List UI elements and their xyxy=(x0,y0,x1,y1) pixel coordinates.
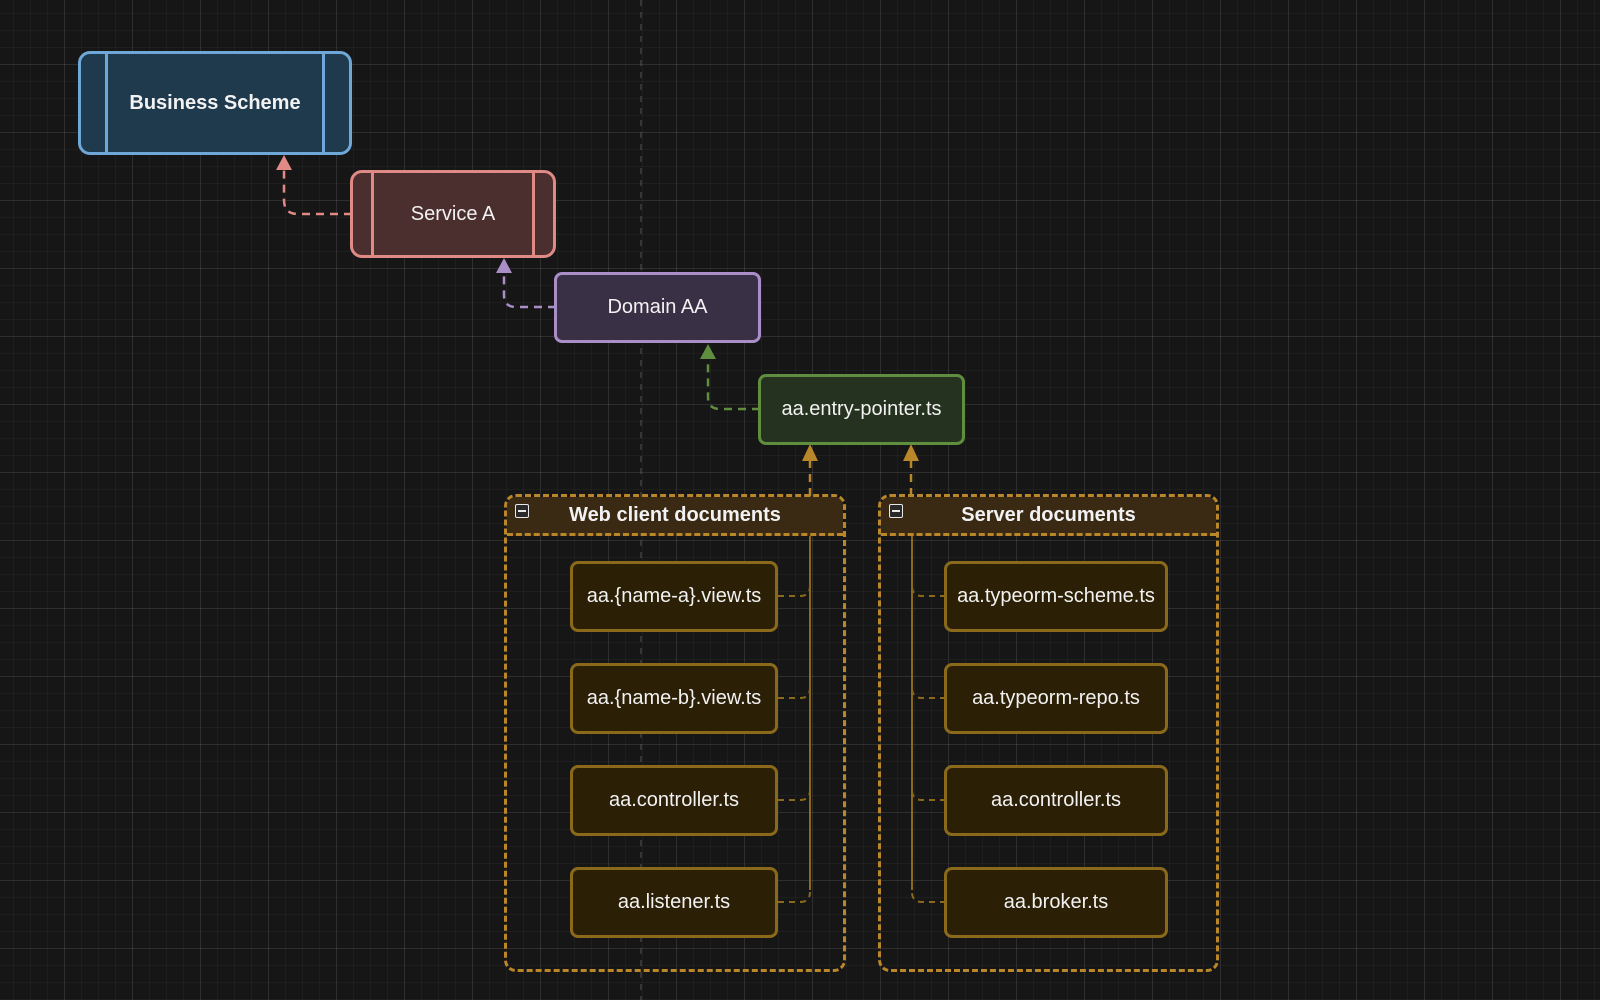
file-label: aa.typeorm-scheme.ts xyxy=(957,585,1155,607)
group-header: Server documents xyxy=(881,497,1216,536)
edge-server-file-4 xyxy=(911,891,946,903)
node-business-scheme[interactable]: Business Scheme xyxy=(78,51,352,155)
file-node[interactable]: aa.typeorm-scheme.ts xyxy=(944,561,1168,632)
edge-server-file-3 xyxy=(911,789,946,801)
file-label: aa.listener.ts xyxy=(617,891,731,913)
file-label: aa.typeorm-repo.ts xyxy=(972,687,1140,709)
file-node[interactable]: aa.{name-a}.view.ts xyxy=(570,561,778,632)
edge-server-file-2 xyxy=(911,687,946,699)
group-server-documents[interactable]: Server documents xyxy=(878,494,1219,972)
file-label: aa.{name-a}.view.ts xyxy=(586,585,762,607)
file-node[interactable]: aa.controller.ts xyxy=(570,765,778,836)
edge-web-file-4 xyxy=(778,891,811,903)
edge-domain-aa-to-service-a xyxy=(502,270,556,309)
edge-web-file-3 xyxy=(778,789,811,801)
node-label: Domain AA xyxy=(607,296,708,318)
arrowhead xyxy=(903,444,919,461)
node-entry-pointer[interactable]: aa.entry-pointer.ts xyxy=(758,374,965,445)
edge-service-a-to-business-scheme xyxy=(282,166,352,216)
file-node[interactable]: aa.broker.ts xyxy=(944,867,1168,938)
edge-server-file-1 xyxy=(911,585,946,597)
edge-web-file-1 xyxy=(778,585,811,597)
group-title: Server documents xyxy=(961,503,1136,526)
group-web-client-documents[interactable]: Web client documents xyxy=(504,494,846,972)
edge-entry-to-domain-aa xyxy=(706,356,760,411)
process-bar-left xyxy=(371,173,374,255)
arrowhead xyxy=(496,258,512,273)
file-label: aa.broker.ts xyxy=(1003,891,1109,913)
file-label: aa.controller.ts xyxy=(990,789,1122,811)
process-bar-right xyxy=(322,54,325,152)
collapse-icon[interactable] xyxy=(889,504,903,518)
process-bar-left xyxy=(105,54,108,152)
collapse-icon[interactable] xyxy=(515,504,529,518)
node-label: Business Scheme xyxy=(129,91,301,114)
file-node[interactable]: aa.listener.ts xyxy=(570,867,778,938)
file-node[interactable]: aa.{name-b}.view.ts xyxy=(570,663,778,734)
arrowhead xyxy=(276,155,292,170)
group-header: Web client documents xyxy=(507,497,843,536)
file-node[interactable]: aa.controller.ts xyxy=(944,765,1168,836)
group-title: Web client documents xyxy=(569,503,781,526)
node-label: aa.entry-pointer.ts xyxy=(781,398,942,420)
edge-web-file-2 xyxy=(778,687,811,699)
arrowhead xyxy=(700,344,716,359)
process-bar-right xyxy=(532,173,535,255)
file-node[interactable]: aa.typeorm-repo.ts xyxy=(944,663,1168,734)
file-label: aa.controller.ts xyxy=(608,789,740,811)
node-service-a[interactable]: Service A xyxy=(350,170,556,258)
node-label: Service A xyxy=(410,202,496,225)
node-domain-aa[interactable]: Domain AA xyxy=(554,272,761,343)
arrowhead xyxy=(802,444,818,461)
file-label: aa.{name-b}.view.ts xyxy=(586,687,762,709)
